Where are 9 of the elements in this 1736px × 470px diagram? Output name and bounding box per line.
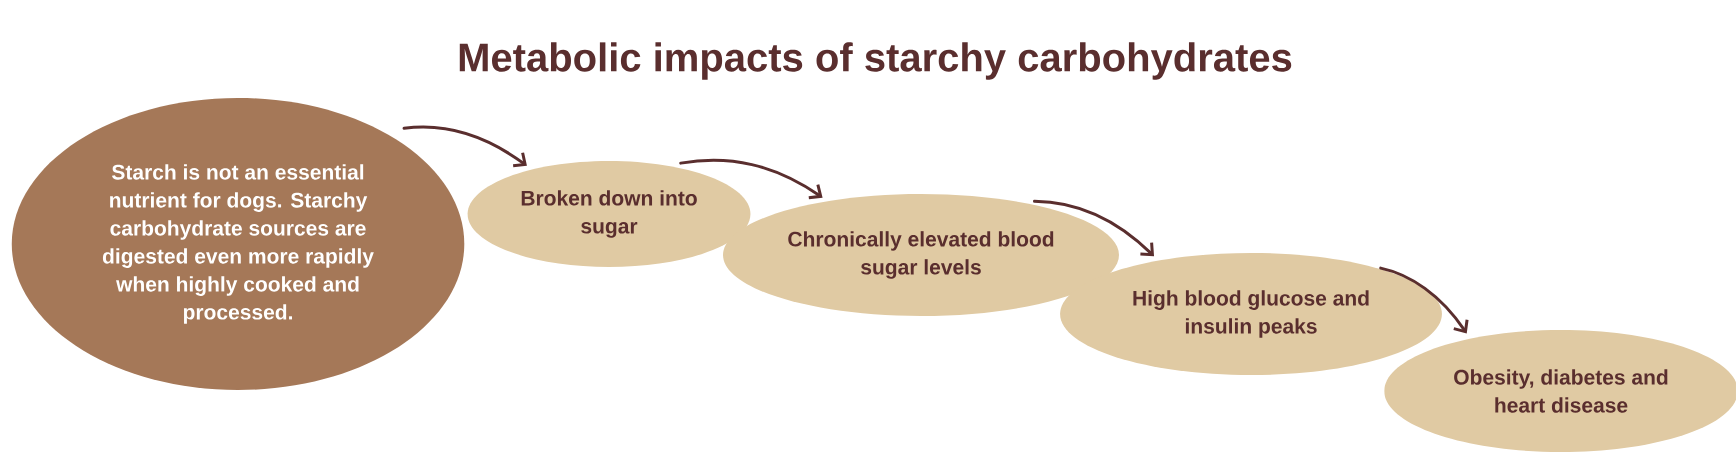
title: Metabolic impacts of starchy carbohydrates xyxy=(459,42,1292,80)
arrow xyxy=(679,158,823,200)
ellipse-node: Chronically elevated blood sugar levels xyxy=(723,194,1119,316)
ellipse-node: Starch is not an essential nutrient for dogs. Starchy carbohydrate sources are digested even more rapidly when highly cooked and processed. xyxy=(11,98,465,390)
arrow xyxy=(402,125,527,168)
arrow xyxy=(1033,199,1155,257)
ellipse-node: High blood glucose and insulin peaks xyxy=(1060,253,1442,375)
arrow xyxy=(1379,266,1469,334)
ellipse-node: Broken down into sugar xyxy=(467,161,751,267)
